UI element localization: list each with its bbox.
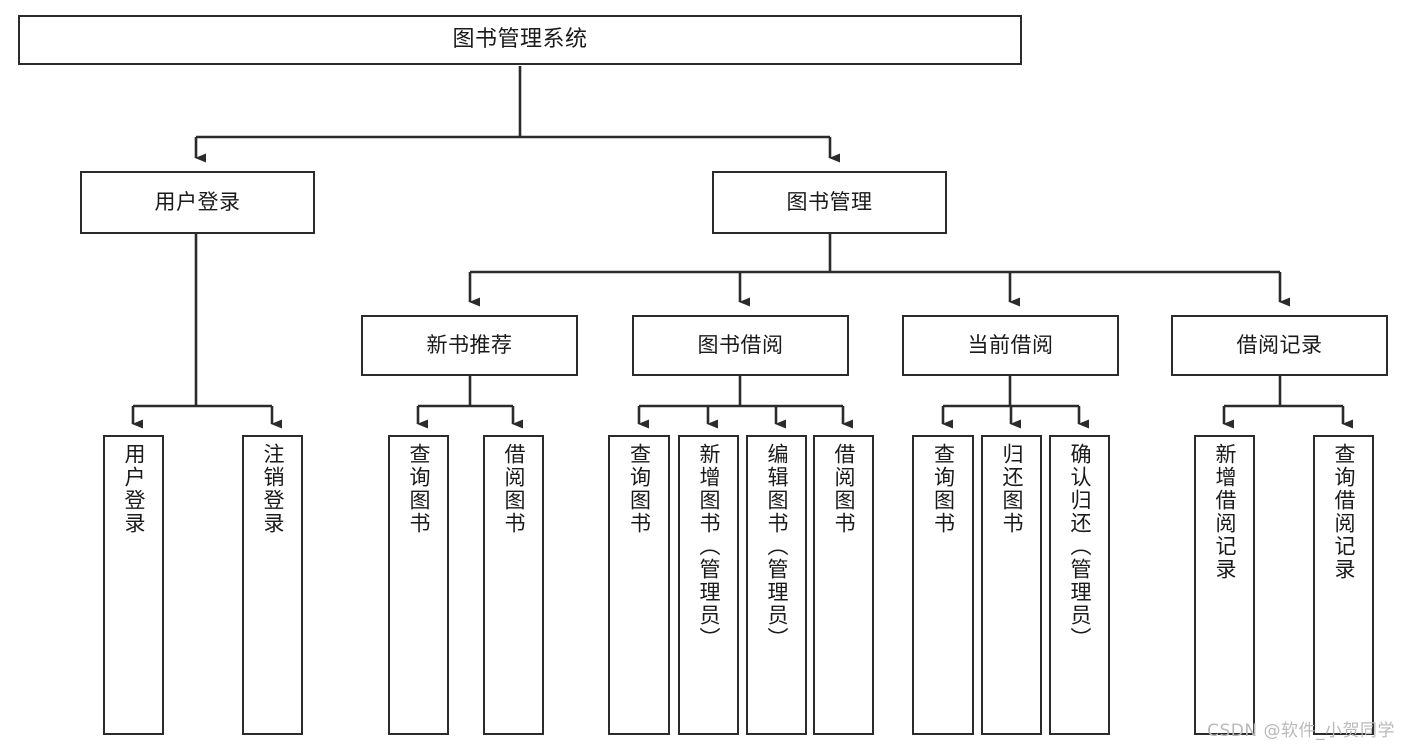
leaf-confirm-return-admin[interactable]: 确认归还（管理员） xyxy=(1049,435,1110,735)
node-borrow-records-label: 借阅记录 xyxy=(1236,332,1323,357)
node-current-borrow[interactable]: 当前借阅 xyxy=(902,315,1119,376)
leaf-user-login[interactable]: 用户登录 xyxy=(103,435,164,735)
node-user-login[interactable]: 用户登录 xyxy=(80,171,315,234)
leaf-borrow-book[interactable]: 借阅图书 xyxy=(813,435,874,735)
leaf-logout-label: 注销登录 xyxy=(261,443,285,535)
leaf-add-borrow-record-label: 新增借阅记录 xyxy=(1213,443,1237,581)
node-book-management-label: 图书管理 xyxy=(786,189,873,214)
leaf-add-borrow-record[interactable]: 新增借阅记录 xyxy=(1194,435,1255,735)
leaf-query-book-current[interactable]: 查询图书 xyxy=(912,435,974,735)
node-user-login-label: 用户登录 xyxy=(154,189,241,214)
leaf-query-book-borrow[interactable]: 查询图书 xyxy=(608,435,670,735)
node-new-book-recommend[interactable]: 新书推荐 xyxy=(361,315,578,376)
leaf-add-book-admin[interactable]: 新增图书（管理员） xyxy=(678,435,739,735)
leaf-query-borrow-record-label: 查询借阅记录 xyxy=(1332,443,1356,581)
leaf-add-book-admin-label: 新增图书（管理员） xyxy=(697,443,721,650)
leaf-query-borrow-record[interactable]: 查询借阅记录 xyxy=(1313,435,1374,735)
node-borrow-records[interactable]: 借阅记录 xyxy=(1171,315,1388,376)
leaf-return-book[interactable]: 归还图书 xyxy=(981,435,1042,735)
leaf-borrow-book-recommend[interactable]: 借阅图书 xyxy=(483,435,544,735)
leaf-return-book-label: 归还图书 xyxy=(1000,443,1024,535)
node-root-label: 图书管理系统 xyxy=(452,26,588,52)
leaf-confirm-return-admin-label: 确认归还（管理员） xyxy=(1068,443,1092,650)
leaf-borrow-book-label: 借阅图书 xyxy=(832,443,856,535)
leaf-query-book-recommend-label: 查询图书 xyxy=(407,443,431,535)
leaf-edit-book-admin-label: 编辑图书（管理员） xyxy=(765,443,789,650)
node-current-borrow-label: 当前借阅 xyxy=(967,332,1054,357)
node-book-management[interactable]: 图书管理 xyxy=(712,171,947,234)
leaf-query-book-borrow-label: 查询图书 xyxy=(627,443,652,535)
leaf-logout[interactable]: 注销登录 xyxy=(242,435,303,735)
node-root[interactable]: 图书管理系统 xyxy=(18,15,1022,65)
leaf-user-login-label: 用户登录 xyxy=(122,443,146,535)
leaf-query-book-current-label: 查询图书 xyxy=(931,443,956,535)
leaf-borrow-book-recommend-label: 借阅图书 xyxy=(502,443,526,535)
leaf-edit-book-admin[interactable]: 编辑图书（管理员） xyxy=(746,435,807,735)
watermark: CSDN @软件_小贺同学 xyxy=(1207,721,1395,741)
node-book-borrow-label: 图书借阅 xyxy=(697,332,784,357)
leaf-query-book-recommend[interactable]: 查询图书 xyxy=(388,435,449,735)
node-book-borrow[interactable]: 图书借阅 xyxy=(632,315,849,376)
node-new-book-recommend-label: 新书推荐 xyxy=(426,332,513,357)
